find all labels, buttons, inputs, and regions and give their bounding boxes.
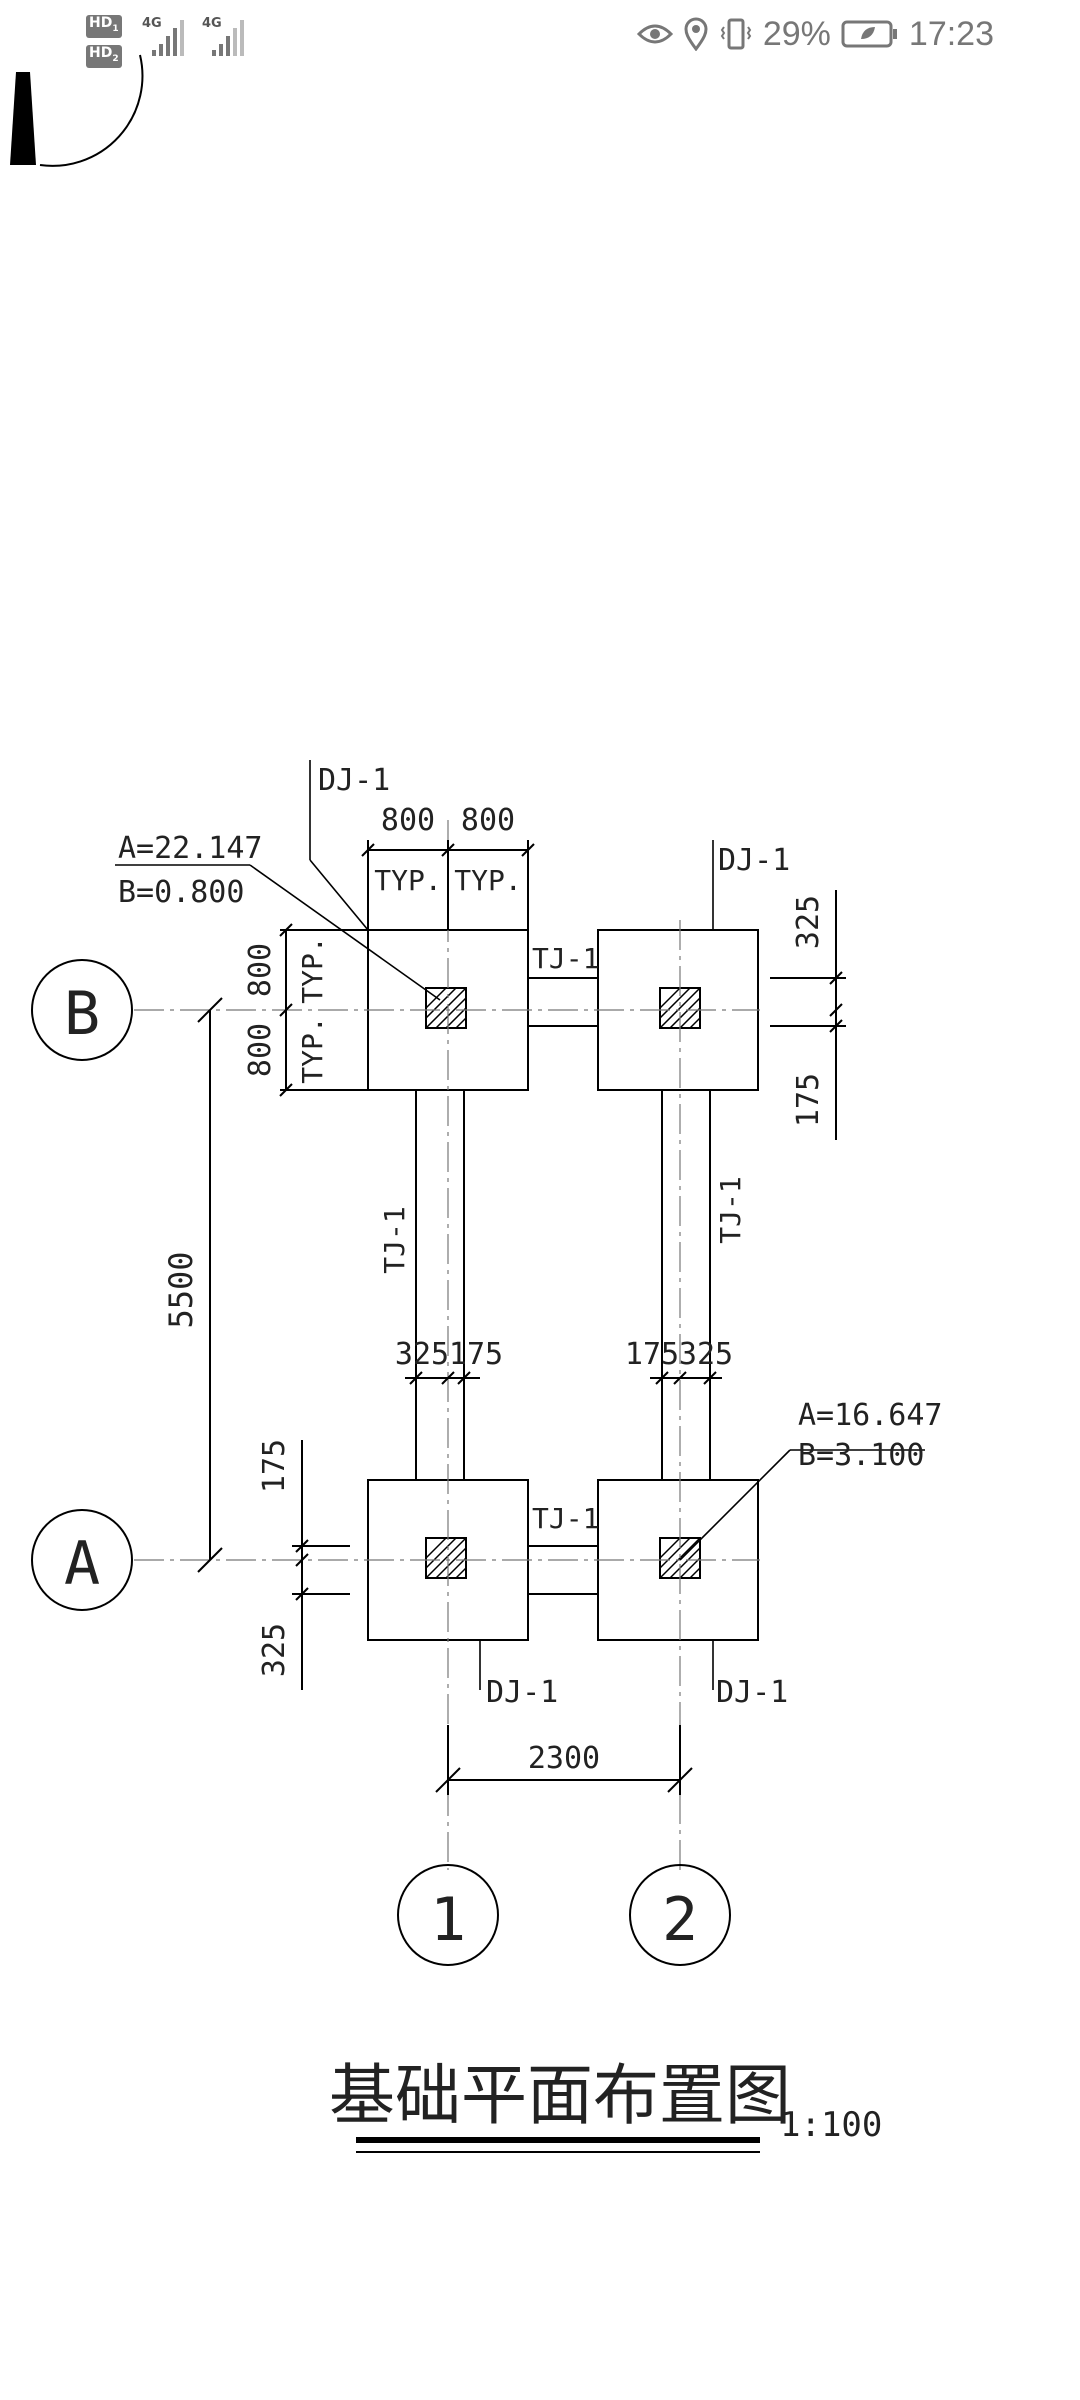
- label-dj1-bottom-left: DJ-1: [486, 1675, 558, 1710]
- dim-mid-175-right: 175: [625, 1337, 679, 1372]
- grid-bubble-a: A: [64, 1529, 100, 1599]
- annotation-a-top: A=22.147: [118, 831, 263, 866]
- annotation-b-top: B=0.800: [118, 875, 244, 910]
- dim-mid-175-left: 175: [449, 1337, 503, 1372]
- label-tj1-bottom: TJ-1: [532, 1502, 599, 1535]
- signal-icon-sim2: 4G: [202, 16, 254, 64]
- dim-span-2300: 2300: [528, 1741, 600, 1776]
- status-bar: HD1 HD2 4G 4G: [0, 0, 1080, 80]
- dim-left-typ-1: TYP.: [296, 936, 329, 1003]
- eye-icon: [636, 20, 673, 48]
- dim-mid-325-right: 325: [679, 1337, 733, 1372]
- dim-typ-1: TYP.: [374, 864, 441, 897]
- label-dj1-bottom-right: DJ-1: [716, 1675, 788, 1710]
- vibrate-icon: [719, 17, 753, 51]
- label-tj1-top: TJ-1: [532, 942, 599, 975]
- annotation-a-bottom: A=16.647: [798, 1398, 943, 1433]
- drawing-title: 基础平面布置图: [329, 2057, 791, 2134]
- dim-left-325: 325: [257, 1623, 292, 1677]
- dim-left-typ-2: TYP.: [296, 1016, 329, 1083]
- status-right: 29% 17:23: [636, 14, 994, 54]
- dim-span-5500: 5500: [162, 1251, 200, 1328]
- grid-bubble-1: 1: [430, 1885, 466, 1955]
- corner-arc: [39, 54, 144, 167]
- grid-bubble-b: B: [64, 979, 100, 1049]
- dim-top-800-2: 800: [461, 803, 515, 838]
- hd2-badge: HD2: [86, 42, 122, 68]
- dim-left-800-1: 800: [243, 943, 278, 997]
- label-tj1-right: TJ-1: [714, 1176, 747, 1243]
- dim-right-325: 325: [791, 895, 826, 949]
- label-tj1-left: TJ-1: [378, 1206, 411, 1273]
- clock: 17:23: [908, 14, 994, 53]
- dim-top-800-1: 800: [381, 803, 435, 838]
- dim-right-175: 175: [791, 1073, 826, 1127]
- signal-icon-sim1: 4G: [142, 16, 194, 64]
- battery-percentage: 29%: [762, 14, 831, 53]
- dim-mid-325-left: 325: [395, 1337, 449, 1372]
- grid-bubble-2: 2: [662, 1885, 698, 1955]
- label-dj1-top-right: DJ-1: [718, 843, 790, 878]
- location-icon: [683, 17, 709, 51]
- battery-icon: [841, 19, 899, 49]
- hd1-badge: HD1: [86, 12, 122, 38]
- dim-typ-2: TYP.: [454, 864, 521, 897]
- drawing-scale: 1:100: [780, 2105, 882, 2145]
- corner-fill: [10, 72, 36, 165]
- dim-left-175: 175: [257, 1439, 292, 1493]
- label-dj1-top-left: DJ-1: [318, 763, 390, 798]
- annotation-b-bottom: B=3.100: [798, 1438, 924, 1473]
- dim-left-800-2: 800: [243, 1023, 278, 1077]
